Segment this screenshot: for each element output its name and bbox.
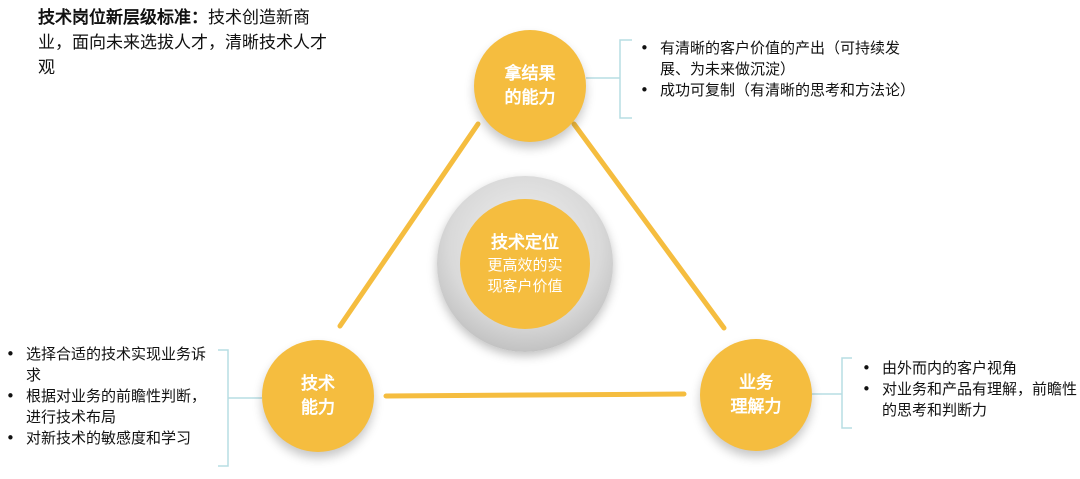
title-block: 技术岗位新层级标准：技术创造新商业，面向未来选拔人才，清晰技术人才观 [38, 6, 338, 81]
node-business-understanding: 业务 理解力 [700, 339, 812, 451]
core-circle: 技术定位 更高效的实 现客户价值 [460, 199, 590, 329]
list-item: 由外而内的客户视角 [862, 358, 1077, 379]
connector-bottom [383, 391, 687, 399]
core-title: 技术定位 [491, 233, 559, 253]
bullets-right: 由外而内的客户视角 对业务和产品有理解，前瞻性的思考和判断力 [862, 358, 1077, 421]
connector-top-right [571, 121, 727, 331]
core-sub-line1: 更高效的实 [487, 256, 563, 274]
node-top-line1: 拿结果 [504, 64, 556, 84]
node-right-line2: 理解力 [730, 397, 782, 417]
bullets-left: 选择合适的技术实现业务诉求 根据对业务的前瞻性判断，进行技术布局 对新技术的敏感… [6, 344, 216, 449]
title-rest: 技术创造新商业，面向未来选拔人才，清晰技术人才观 [38, 8, 327, 78]
title-bold: 技术岗位新层级标准： [38, 8, 208, 28]
connector-top-left [337, 121, 481, 329]
node-left-line2: 能力 [301, 398, 335, 418]
node-top-line2: 的能力 [504, 88, 556, 108]
list-item: 有清晰的客户价值的产出（可持续发展、为未来做沉淀） [640, 38, 920, 80]
list-item: 根据对业务的前瞻性判断，进行技术布局 [6, 386, 216, 428]
bracket-right [841, 357, 852, 429]
list-item: 选择合适的技术实现业务诉求 [6, 344, 216, 386]
list-item: 成功可复制（有清晰的思考和方法论） [640, 80, 920, 101]
node-tech-ability: 技术 能力 [262, 340, 374, 452]
bracket-top [619, 39, 632, 119]
bracket-left [218, 349, 229, 467]
list-item: 对新技术的敏感度和学习 [6, 428, 216, 449]
node-left-line1: 技术 [301, 374, 335, 394]
core-sub-line2: 现客户价值 [487, 277, 563, 295]
node-right-line1: 业务 [739, 373, 773, 393]
list-item: 对业务和产品有理解，前瞻性的思考和判断力 [862, 379, 1077, 421]
bullets-top: 有清晰的客户价值的产出（可持续发展、为未来做沉淀） 成功可复制（有清晰的思考和方… [640, 38, 920, 101]
node-results-ability: 拿结果 的能力 [474, 30, 586, 142]
